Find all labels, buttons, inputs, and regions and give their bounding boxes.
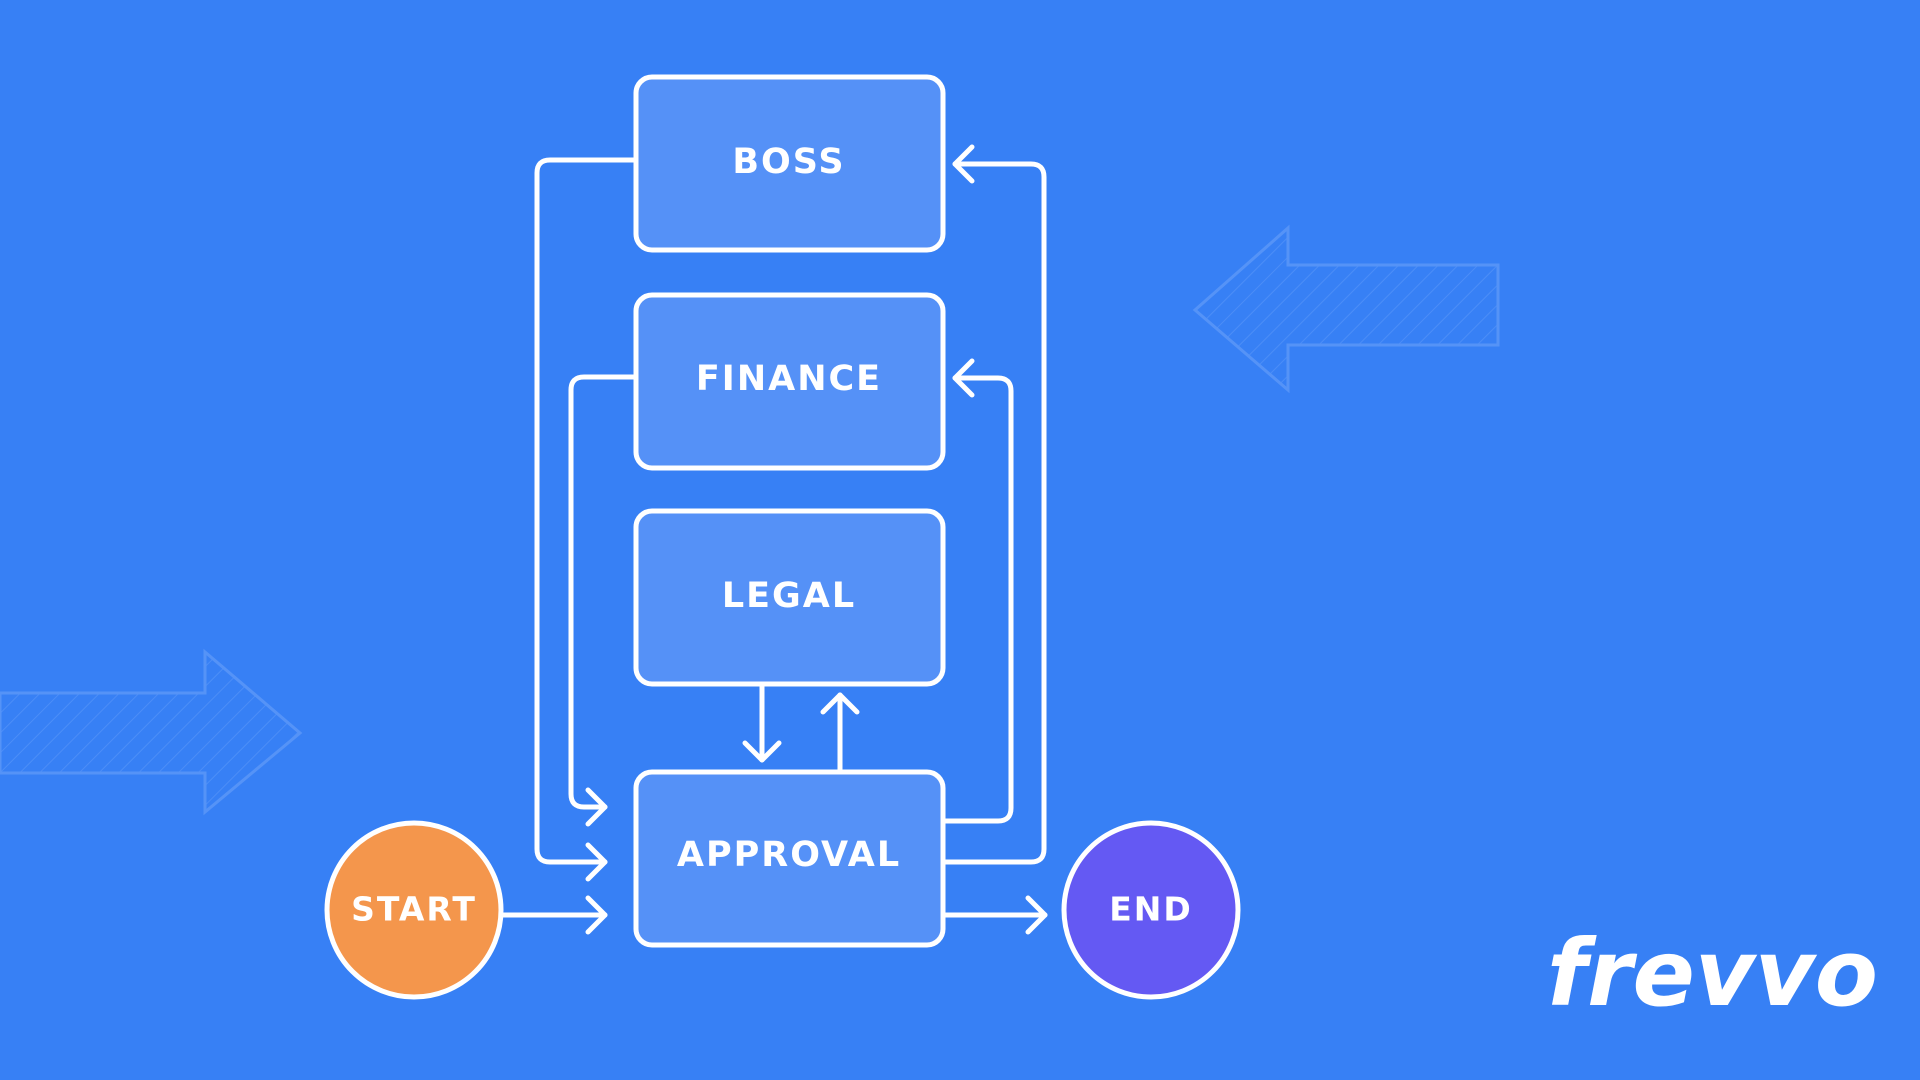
end-node: END bbox=[1061, 820, 1241, 1000]
arrowhead-approval-boss-icon bbox=[952, 144, 975, 184]
end-label: END bbox=[1109, 890, 1193, 929]
box-boss: BOSS bbox=[633, 74, 946, 253]
arrowhead-boss-approval-icon bbox=[585, 842, 608, 882]
connector-approval-boss bbox=[940, 161, 1047, 865]
box-approval: APPROVAL bbox=[633, 769, 946, 948]
connectors bbox=[499, 144, 1048, 935]
arrowhead-approval-end-icon bbox=[1025, 895, 1048, 935]
start-label: START bbox=[351, 890, 477, 929]
connector-approval-finance bbox=[940, 375, 1014, 824]
arrowhead-approval-finance-icon bbox=[952, 358, 975, 398]
arrowhead-approval-legal-icon bbox=[820, 692, 860, 715]
start-node: START bbox=[324, 820, 504, 1000]
frevvo-logo: frevvo bbox=[1547, 920, 1878, 1027]
box-finance: FINANCE bbox=[633, 292, 946, 471]
box-approval-label: APPROVAL bbox=[677, 835, 901, 875]
connector-finance-approval bbox=[568, 374, 639, 810]
box-finance-label: FINANCE bbox=[696, 359, 882, 399]
box-legal: LEGAL bbox=[633, 508, 946, 687]
arrowhead-legal-approval-icon bbox=[742, 740, 782, 763]
connector-boss-approval bbox=[534, 157, 639, 865]
box-boss-label: BOSS bbox=[732, 142, 845, 182]
box-legal-label: LEGAL bbox=[722, 576, 856, 616]
decorative-arrow-right-icon bbox=[1192, 224, 1500, 394]
arrowhead-start-approval-icon bbox=[585, 895, 608, 935]
decorative-arrow-left-icon bbox=[0, 648, 303, 816]
arrowhead-finance-approval-icon bbox=[585, 787, 608, 827]
